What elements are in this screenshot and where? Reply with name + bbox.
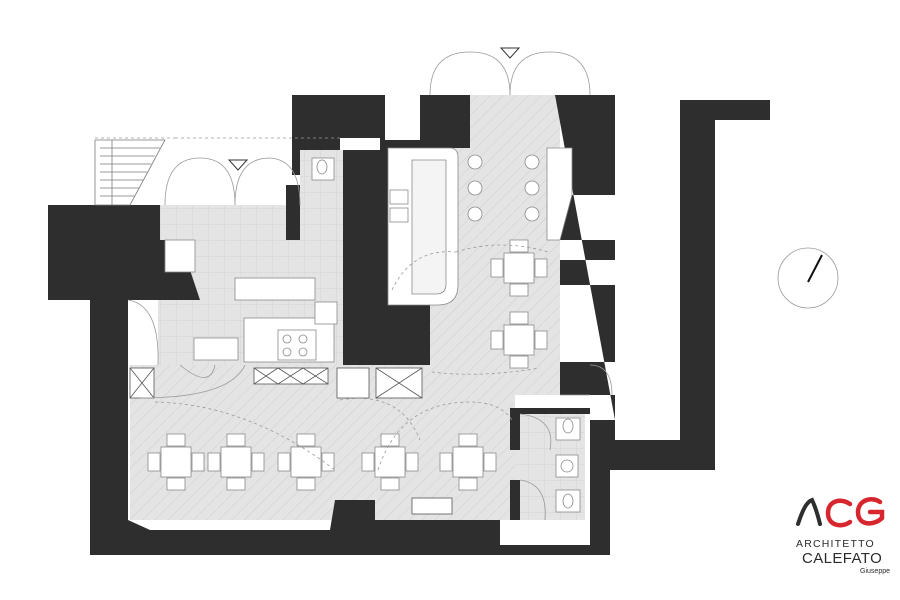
bar-stool <box>524 206 540 222</box>
toilet <box>316 159 328 175</box>
kitchen-sink <box>193 337 239 361</box>
chair <box>207 452 221 472</box>
door-swings <box>95 51 613 521</box>
bar-stool <box>467 154 483 170</box>
chair <box>226 433 246 447</box>
chair <box>509 311 529 325</box>
chair <box>166 433 186 447</box>
chair <box>226 477 246 491</box>
dining-tables <box>147 239 548 491</box>
kitchen-island <box>234 277 316 301</box>
bench <box>546 147 573 241</box>
chair <box>321 452 335 472</box>
wall-sink <box>314 301 338 325</box>
chair <box>509 239 529 253</box>
stove <box>277 329 317 361</box>
chair <box>490 258 504 278</box>
fridge <box>164 239 196 273</box>
logo-letter-a <box>796 497 822 526</box>
chair <box>166 477 186 491</box>
bar-stool <box>524 180 540 196</box>
logo-line-calefato: CALEFATO <box>802 550 883 567</box>
chair <box>296 433 316 447</box>
bar-stool <box>467 206 483 222</box>
logo-letter-g <box>855 497 885 526</box>
logo-line-architetto: ARCHITETTO <box>796 538 875 550</box>
kitchen-partition <box>343 150 420 365</box>
storage-units <box>129 367 453 515</box>
chair <box>405 452 419 472</box>
east-walls <box>555 95 770 555</box>
kitchen <box>164 157 338 363</box>
dining-table <box>361 433 419 491</box>
burner <box>298 334 308 344</box>
stairs <box>94 139 166 206</box>
chair <box>251 452 265 472</box>
logo-line-giuseppe: Giuseppe <box>860 568 890 575</box>
bar-stools <box>467 154 540 222</box>
chair <box>277 452 291 472</box>
bar-stool <box>467 180 483 196</box>
chair <box>361 452 375 472</box>
bar-inner <box>411 159 447 295</box>
bar-sink <box>389 207 409 223</box>
entry-pillar <box>286 185 300 240</box>
toilet <box>562 493 574 509</box>
chair <box>439 452 453 472</box>
restrooms <box>555 417 581 513</box>
entrance-arrow-icon <box>499 47 521 59</box>
wall-benches <box>546 147 573 241</box>
sink-bowl <box>560 459 574 473</box>
console <box>411 497 453 515</box>
burner <box>298 347 308 357</box>
dining-table <box>490 311 548 369</box>
chair <box>147 452 161 472</box>
west-walls <box>48 205 610 555</box>
storage-cabinet <box>336 367 370 399</box>
chair <box>458 477 478 491</box>
north-arrow-icon <box>777 247 839 309</box>
dining-table <box>277 433 335 491</box>
chair <box>534 330 548 350</box>
chair <box>380 477 400 491</box>
logo-letter-c <box>825 498 853 528</box>
chair <box>534 258 548 278</box>
chair <box>458 433 478 447</box>
chair <box>296 477 316 491</box>
chair <box>191 452 205 472</box>
chair <box>483 452 497 472</box>
architect-logo: ARCHITETTO CALEFATO Giuseppe <box>796 496 896 586</box>
dining-table <box>147 433 205 491</box>
chair <box>509 283 529 297</box>
chair <box>490 330 504 350</box>
bar-sink <box>389 189 409 205</box>
entrance-markers <box>227 47 521 171</box>
burner <box>282 347 292 357</box>
chair <box>509 355 529 369</box>
burner <box>282 334 292 344</box>
entrance-arrow-icon <box>227 159 249 171</box>
acg-logo-mark <box>796 497 885 528</box>
chair <box>380 433 400 447</box>
bar-stool <box>524 154 540 170</box>
dining-table <box>490 239 548 297</box>
bar-counter <box>387 147 459 306</box>
dining-table <box>207 433 265 491</box>
dining-table <box>439 433 497 491</box>
toilet <box>562 418 574 434</box>
service-walls <box>510 408 590 450</box>
service-walls-2 <box>510 480 520 520</box>
